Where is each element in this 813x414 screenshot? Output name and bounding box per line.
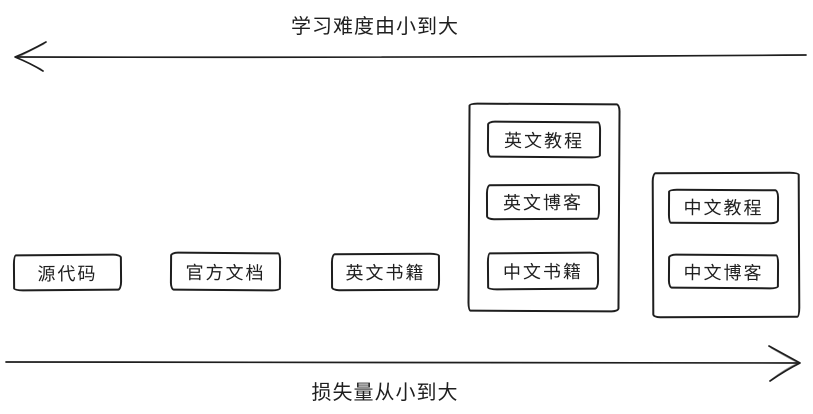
node-chinese-books: 中文书籍 <box>486 251 600 291</box>
node-official-docs: 官方文档 <box>169 251 282 292</box>
node-chinese-blog: 中文博客 <box>667 253 780 290</box>
node-english-books: 英文书籍 <box>330 252 441 292</box>
node-chinese-tutorial: 中文教程 <box>667 188 780 225</box>
node-source-code: 源代码 <box>12 253 123 292</box>
node-english-tutorial: 英文教程 <box>486 120 602 159</box>
top-axis-label: 学习难度由小到大 <box>291 16 459 38</box>
bottom-axis-label: 损失量从小到大 <box>311 382 459 404</box>
node-english-blog: 英文博客 <box>485 183 601 221</box>
top-arrow-left <box>14 41 807 72</box>
